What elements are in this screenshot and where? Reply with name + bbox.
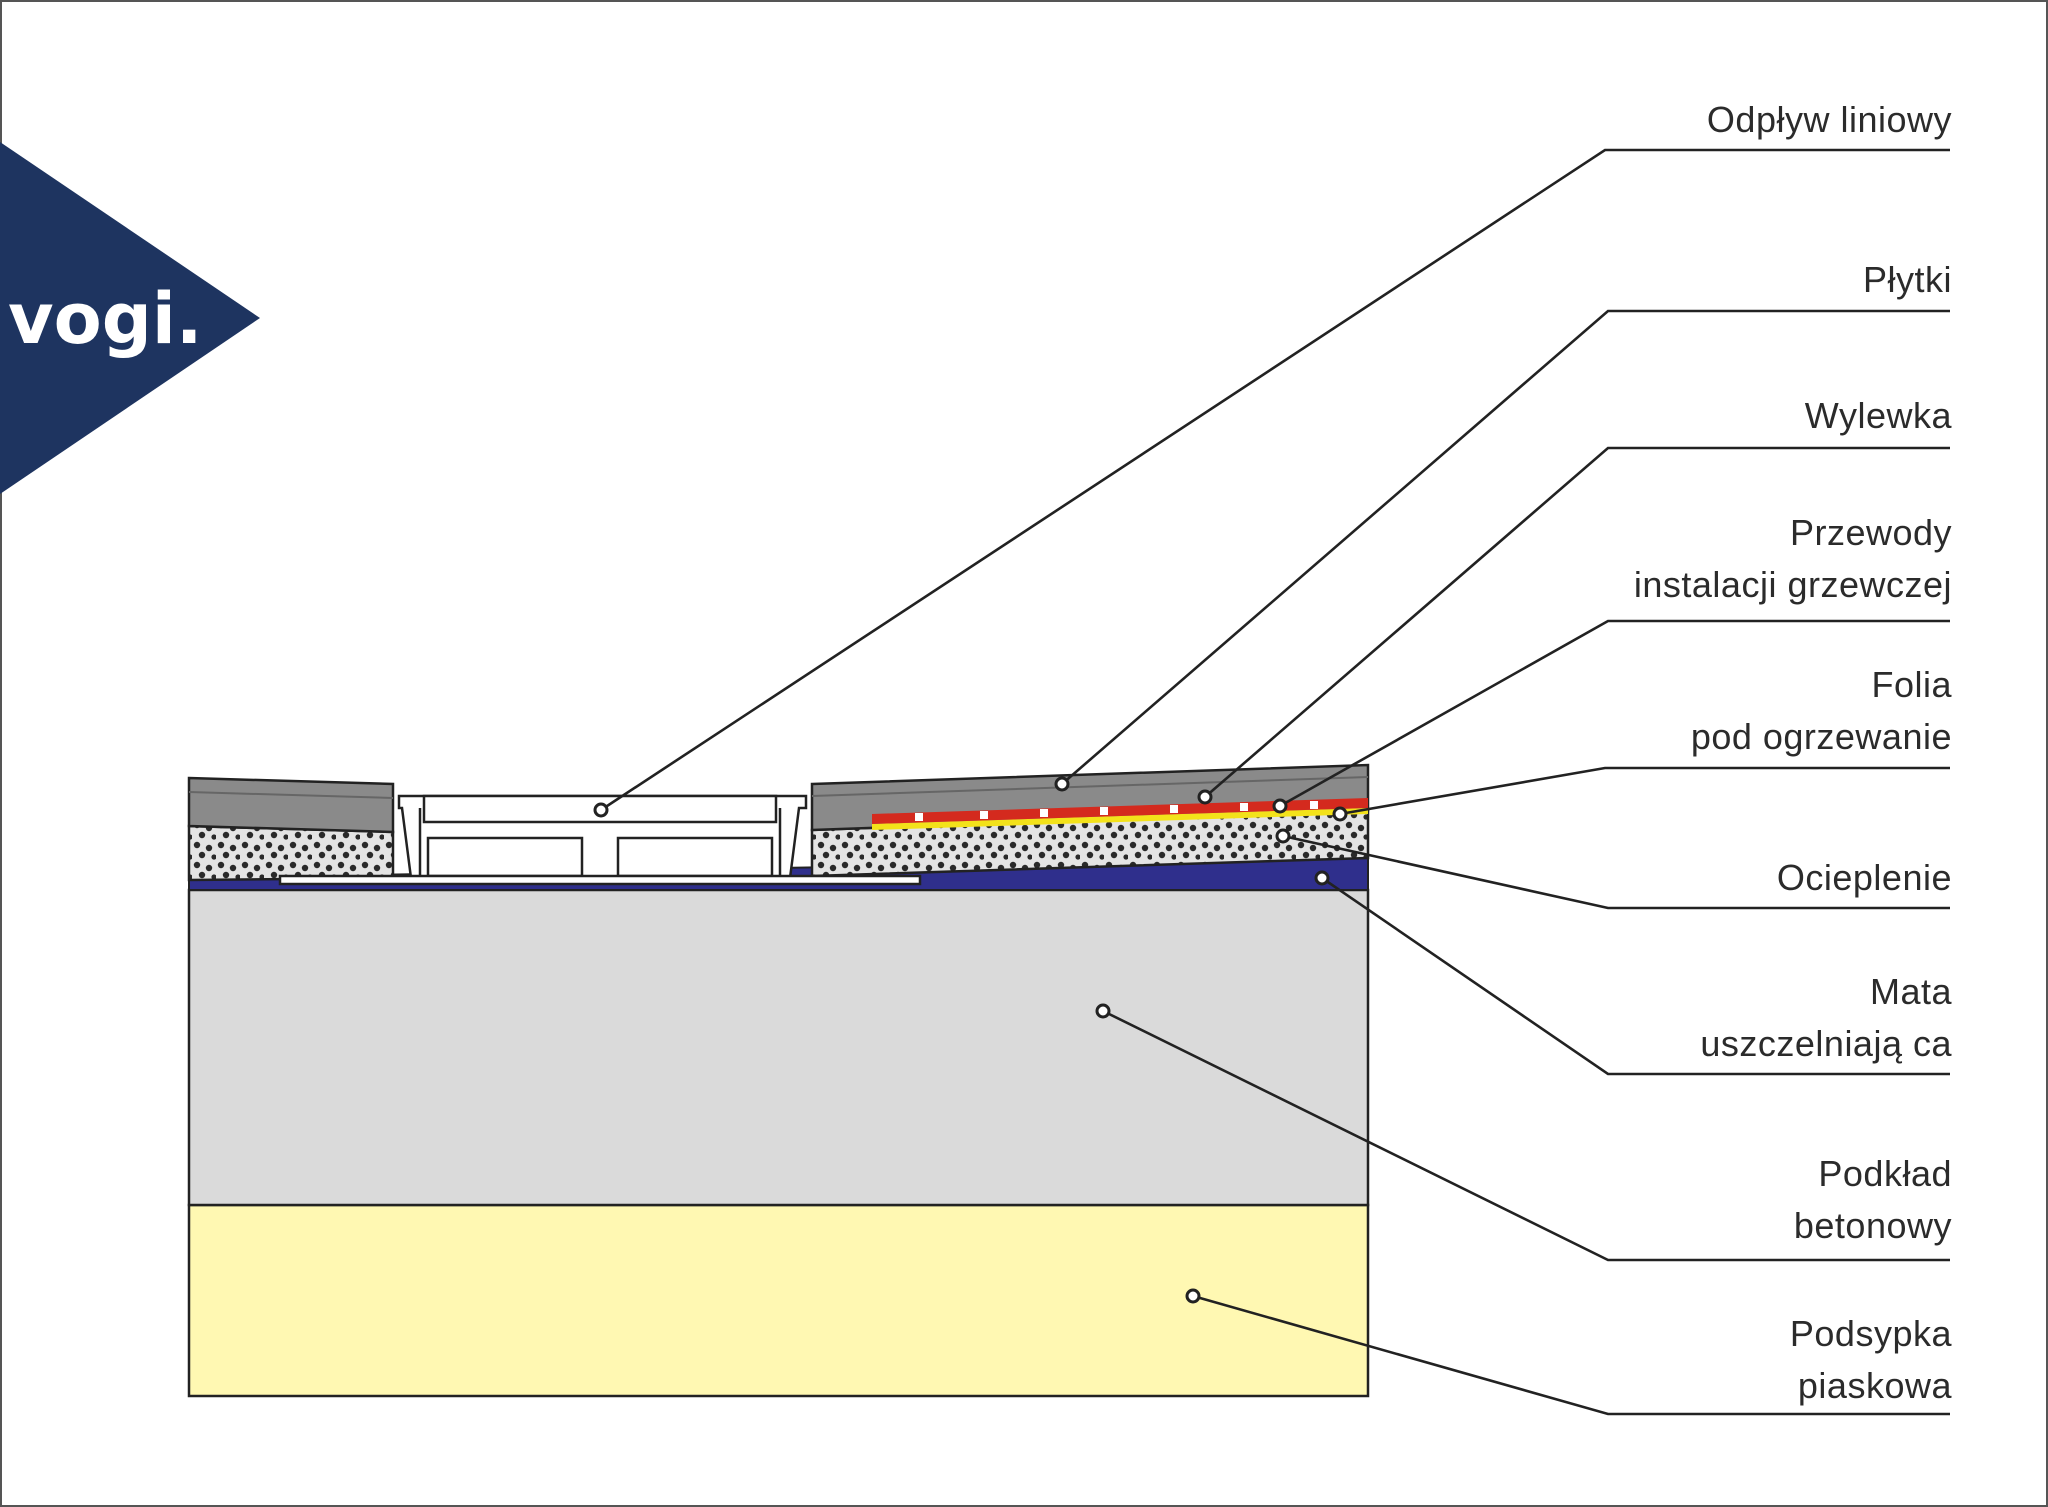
- leader-folia: [1339, 766, 1950, 816]
- anchor-podsypka: [1185, 1288, 1201, 1304]
- label-folia-line-1: Folia: [1871, 664, 1952, 705]
- leader-mata: [1321, 876, 1950, 1076]
- anchor-ocieplenie: [1275, 828, 1291, 844]
- leader-odplyw: [600, 148, 1950, 812]
- label-mata-line-2: uszczelniają ca: [1700, 1023, 1952, 1064]
- anchor-plytki: [1054, 776, 1070, 792]
- leader-ocieplenie: [1282, 834, 1950, 910]
- labels: Odpływ liniowy Płytki Wylewka Przewody i…: [1634, 99, 1953, 1406]
- label-podsypka-line-2: piaskowa: [1798, 1365, 1953, 1406]
- label-odplyw-line-1: Odpływ liniowy: [1707, 99, 1952, 140]
- anchor-odplyw: [593, 802, 609, 818]
- linear-drain: [278, 794, 922, 886]
- label-ocieplenie-line-1: Ocieplenie: [1777, 857, 1952, 898]
- logo-triangle: [0, 142, 260, 494]
- layer-sand: [187, 1203, 1370, 1398]
- vogi-logo: vogi.: [0, 142, 260, 494]
- label-podklad-line-2: betonowy: [1794, 1205, 1952, 1246]
- anchor-przewody: [1272, 798, 1288, 814]
- label-podsypka-line-1: Podsypka: [1790, 1313, 1953, 1354]
- layer-concrete: [187, 888, 1370, 1207]
- anchor-folia: [1332, 806, 1348, 822]
- label-folia-line-2: pod ogrzewanie: [1691, 716, 1952, 757]
- leader-przewody: [1279, 619, 1950, 808]
- leader-podklad: [1102, 1009, 1950, 1262]
- leader-lines: [600, 148, 1950, 1416]
- anchor-mata: [1314, 870, 1330, 886]
- anchor-points: [593, 776, 1348, 1304]
- leader-plytki: [1061, 309, 1950, 785]
- label-plytki-line-1: Płytki: [1863, 259, 1952, 300]
- label-wylewka-line-1: Wylewka: [1805, 395, 1953, 436]
- label-podklad-line-1: Podkład: [1818, 1153, 1952, 1194]
- logo-text: vogi.: [8, 278, 202, 360]
- leader-wylewka: [1204, 446, 1950, 798]
- label-przewody-line-2: instalacji grzewczej: [1634, 564, 1952, 605]
- leader-podsypka: [1192, 1294, 1950, 1416]
- layer-screed-left: [187, 824, 395, 882]
- anchor-wylewka: [1197, 789, 1213, 805]
- heating-wire-marks: [915, 801, 1318, 821]
- label-mata-line-1: Mata: [1870, 971, 1953, 1012]
- layer-foil: [872, 808, 1368, 830]
- anchor-podklad: [1095, 1003, 1111, 1019]
- layer-tiles-left: [187, 776, 395, 834]
- label-przewody-line-1: Przewody: [1790, 512, 1952, 553]
